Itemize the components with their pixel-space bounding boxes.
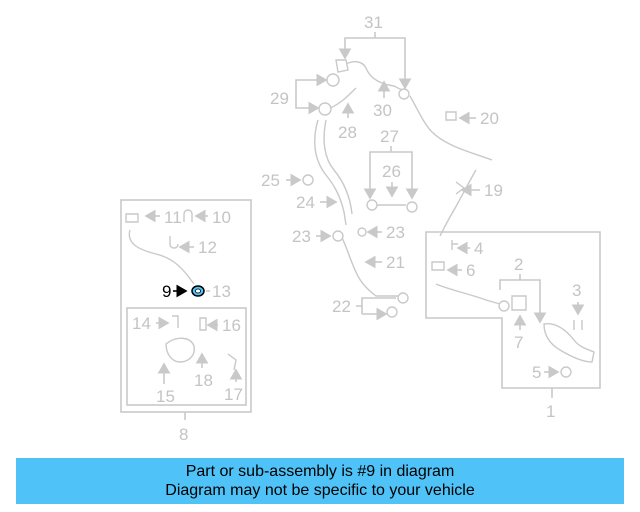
callout-23-left: 23 [292,227,311,246]
callout-28: 28 [338,123,357,142]
callout-10: 10 [212,208,231,227]
callout-1: 1 [546,402,555,421]
callout-31: 31 [364,13,383,32]
pipe-assembly [314,95,493,297]
highlighted-part-9: 9 [162,282,205,301]
callout-16: 16 [222,316,241,335]
callout-24: 24 [296,193,315,212]
callout-group-23: 23 23 [292,223,405,246]
callout-17: 17 [224,385,243,404]
info-banner: Part or sub-assembly is #9 in diagram Di… [16,458,624,504]
callout-group-22: 22 [332,292,409,321]
callout-group-19: 19 [455,181,503,200]
callout-5: 5 [532,363,541,382]
group-31: 31 30 29 28 [270,13,412,142]
callout-26: 26 [382,162,401,181]
callout-15: 15 [156,387,175,406]
callout-6: 6 [466,261,475,280]
callout-23-right: 23 [386,223,405,242]
callout-11: 11 [164,208,182,227]
banner-line-2: Diagram may not be specific to your vehi… [165,482,475,499]
callout-27: 27 [380,127,399,146]
callout-9: 9 [162,282,171,301]
banner-line-1: Part or sub-assembly is #9 in diagram [185,463,455,480]
callout-group-20: 20 [445,109,499,128]
callout-29: 29 [270,89,289,108]
callout-3: 3 [572,281,581,300]
callout-22: 22 [332,297,351,316]
callout-14: 14 [132,314,151,333]
callout-group-25: 25 [261,171,314,190]
callout-21: 21 [386,253,405,272]
callout-group-21: 21 [364,253,405,272]
callout-19: 19 [484,181,503,200]
group-8: 8 11 10 12 13 14 16 15 18 17 [120,199,252,444]
callout-30: 30 [373,101,392,120]
group-1: 1 4 6 2 7 3 5 [425,231,601,421]
callout-20: 20 [480,109,499,128]
callout-25: 25 [261,171,280,190]
callout-4: 4 [474,239,483,258]
callout-group-24: 24 [296,193,338,212]
callout-7: 7 [514,333,523,352]
callout-13: 13 [212,282,231,301]
callout-12: 12 [198,238,217,257]
callout-8: 8 [179,425,188,444]
callout-2: 2 [514,255,523,274]
group-27: 27 26 [363,127,419,213]
callout-18: 18 [194,371,213,390]
